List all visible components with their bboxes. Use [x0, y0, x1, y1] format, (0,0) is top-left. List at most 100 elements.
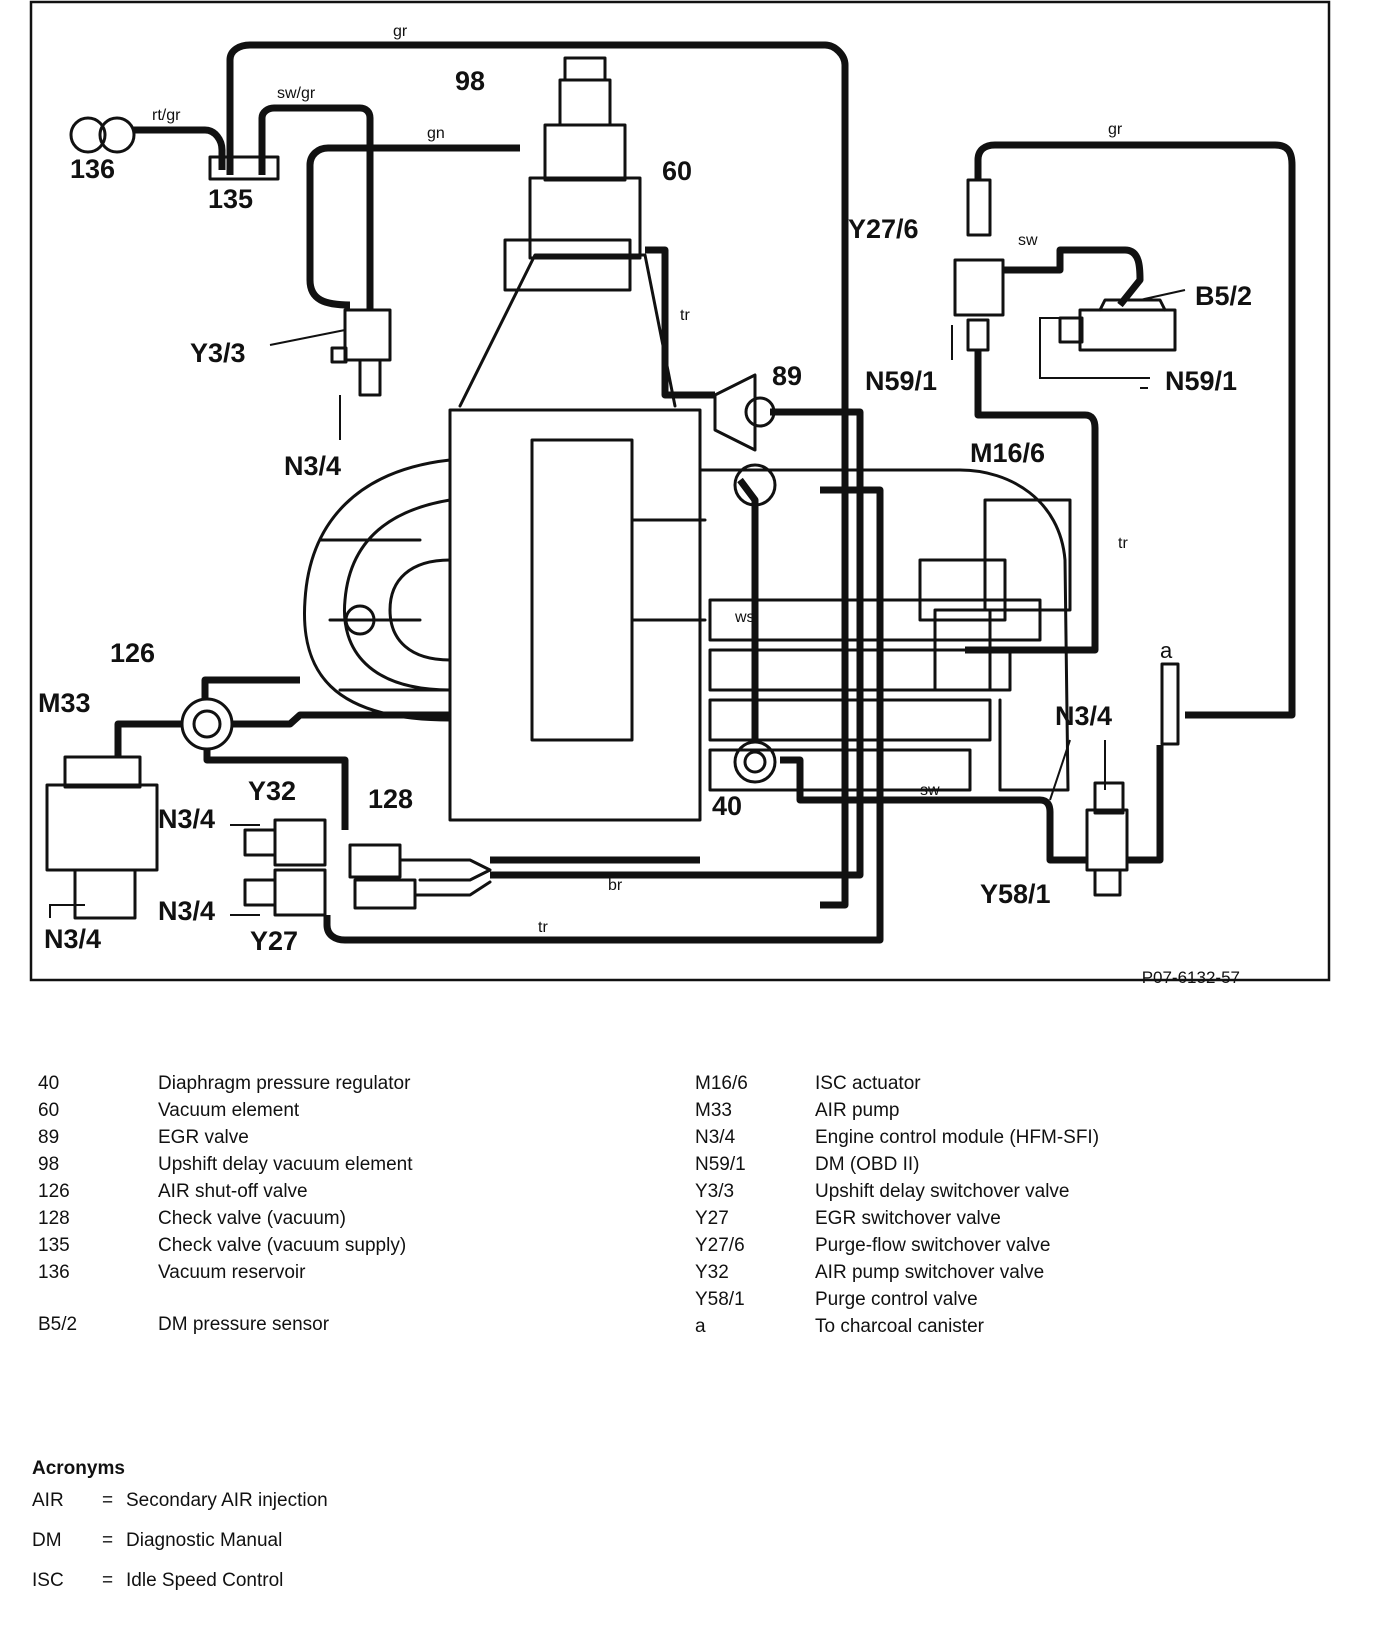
legend-code: 40: [38, 1073, 60, 1094]
leader-lines: [49, 289, 1186, 918]
label-n59-1-a: N59/1: [865, 366, 937, 396]
legend-row: Y3/3 Upshift delay switchover valve: [695, 1178, 1099, 1205]
legend-row: 136 Vacuum reservoir: [38, 1259, 413, 1286]
legend-desc: Purge-flow switchover valve: [815, 1235, 1051, 1256]
acronym-row: ISC = Idle Speed Control: [32, 1570, 328, 1610]
acronym-desc: Idle Speed Control: [126, 1570, 284, 1591]
legend-code: 89: [38, 1127, 60, 1148]
label-m33: M33: [38, 688, 91, 718]
legend-code: 135: [38, 1235, 70, 1256]
legend-code: Y3/3: [695, 1181, 735, 1202]
hose-sw-y27-6: sw: [1018, 232, 1038, 249]
label-136: 136: [70, 154, 115, 184]
hose-ws: ws: [734, 609, 755, 626]
legend-code: B5/2: [38, 1314, 78, 1335]
label-y3-3: Y3/3: [190, 338, 246, 368]
legend-row: Y32 AIR pump switchover valve: [695, 1259, 1099, 1286]
legend-code: 128: [38, 1208, 70, 1229]
legend-desc: Check valve (vacuum): [158, 1208, 346, 1229]
legend-left: 40 Diaphragm pressure regulator 60 Vacuum e…: [38, 1070, 413, 1338]
hose-sw-gr: sw/gr: [277, 85, 316, 102]
label-128: 128: [368, 784, 413, 814]
label-n3-4-top: N3/4: [284, 451, 341, 481]
legend-desc: Diaphragm pressure regulator: [158, 1073, 411, 1094]
label-n3-4-c: N3/4: [44, 924, 101, 954]
label-y27: Y27: [250, 926, 298, 956]
label-n59-1-b: N59/1: [1165, 366, 1237, 396]
legend-desc: Upshift delay switchover valve: [815, 1181, 1070, 1202]
acronyms-title: Acronyms: [32, 1458, 125, 1479]
label-98: 98: [455, 66, 485, 96]
legend-desc: Vacuum element: [158, 1100, 300, 1121]
legend-desc: ISC actuator: [815, 1073, 921, 1094]
label-a: a: [1160, 638, 1173, 663]
label-n3-4-right: N3/4: [1055, 701, 1112, 731]
label-n3-4-b: N3/4: [158, 896, 215, 926]
legend-desc: Upshift delay vacuum element: [158, 1154, 413, 1175]
label-b5-2: B5/2: [1195, 281, 1252, 311]
acronym-eq: =: [102, 1490, 114, 1511]
legend-desc: Check valve (vacuum supply): [158, 1235, 407, 1256]
legend-desc: DM (OBD II): [815, 1154, 920, 1175]
hose-gr-right: gr: [1108, 121, 1123, 138]
label-y27-6: Y27/6: [848, 214, 919, 244]
hose-tr-right: tr: [1118, 535, 1128, 552]
hose-sw-bottom: sw: [920, 782, 940, 799]
label-y58-1: Y58/1: [980, 879, 1051, 909]
hose-rt-gr: rt/gr: [152, 107, 181, 124]
legend-desc: Purge control valve: [815, 1289, 978, 1310]
component-labels: 136 135 98 60 89 Y27/6 B5/2 N59/1 N59/1 …: [38, 66, 1252, 956]
hose-gr-top: gr: [393, 23, 408, 40]
legend-desc: Vacuum reservoir: [158, 1262, 306, 1283]
legend-desc: AIR pump switchover valve: [815, 1262, 1045, 1283]
acronym-eq: =: [102, 1530, 114, 1551]
legend-code: N59/1: [695, 1154, 746, 1175]
legend-desc: EGR valve: [158, 1127, 249, 1148]
label-40: 40: [712, 791, 742, 821]
label-135: 135: [208, 184, 253, 214]
hose-tr-bottom: tr: [538, 919, 548, 936]
acronym-row: DM = Diagnostic Manual: [32, 1530, 328, 1570]
legend-row: 60 Vacuum element: [38, 1097, 413, 1124]
figure-id: P07-6132-57: [1141, 968, 1240, 987]
vacuum-hoses: [114, 41, 1296, 944]
diagram-frame: [29, 0, 1331, 982]
acronym-eq: =: [102, 1570, 114, 1591]
legend-code: 60: [38, 1100, 60, 1121]
legend-code: Y32: [695, 1262, 729, 1283]
label-60: 60: [662, 156, 692, 186]
legend-code: M16/6: [695, 1073, 748, 1094]
legend-desc: AIR shut-off valve: [158, 1181, 308, 1202]
label-126: 126: [110, 638, 155, 668]
legend-desc: AIR pump: [815, 1100, 900, 1121]
legend-row: 89 EGR valve: [38, 1124, 413, 1151]
legend-row: Y27 EGR switchover valve: [695, 1205, 1099, 1232]
legend-desc: Engine control module (HFM-SFI): [815, 1127, 1100, 1148]
legend-row: 40 Diaphragm pressure regulator: [38, 1070, 413, 1097]
acronym-abbr: ISC: [32, 1570, 64, 1591]
legend-code: Y27: [695, 1208, 729, 1229]
legend-code: Y58/1: [695, 1289, 745, 1310]
acronym-abbr: DM: [32, 1530, 62, 1551]
legend-code: N3/4: [695, 1127, 736, 1148]
vacuum-diagram: 136 135 98 60 89 Y27/6 B5/2 N59/1 N59/1 …: [29, 0, 1331, 982]
hose-labels: gr rt/gr sw/gr gn tr gr sw tr ws sw br t…: [152, 23, 1128, 936]
legend-row: N59/1 DM (OBD II): [695, 1151, 1099, 1178]
legend-desc: To charcoal canister: [815, 1316, 984, 1337]
legend-row: Y58/1 Purge control valve: [695, 1286, 1099, 1313]
legend-desc: EGR switchover valve: [815, 1208, 1001, 1229]
label-y32: Y32: [248, 776, 296, 806]
legend-code: 136: [38, 1262, 70, 1283]
hose-tr-vertical: tr: [680, 307, 690, 324]
acronym-desc: Diagnostic Manual: [126, 1530, 283, 1551]
hose-gn: gn: [427, 125, 445, 142]
legend-gap: [38, 1286, 413, 1311]
